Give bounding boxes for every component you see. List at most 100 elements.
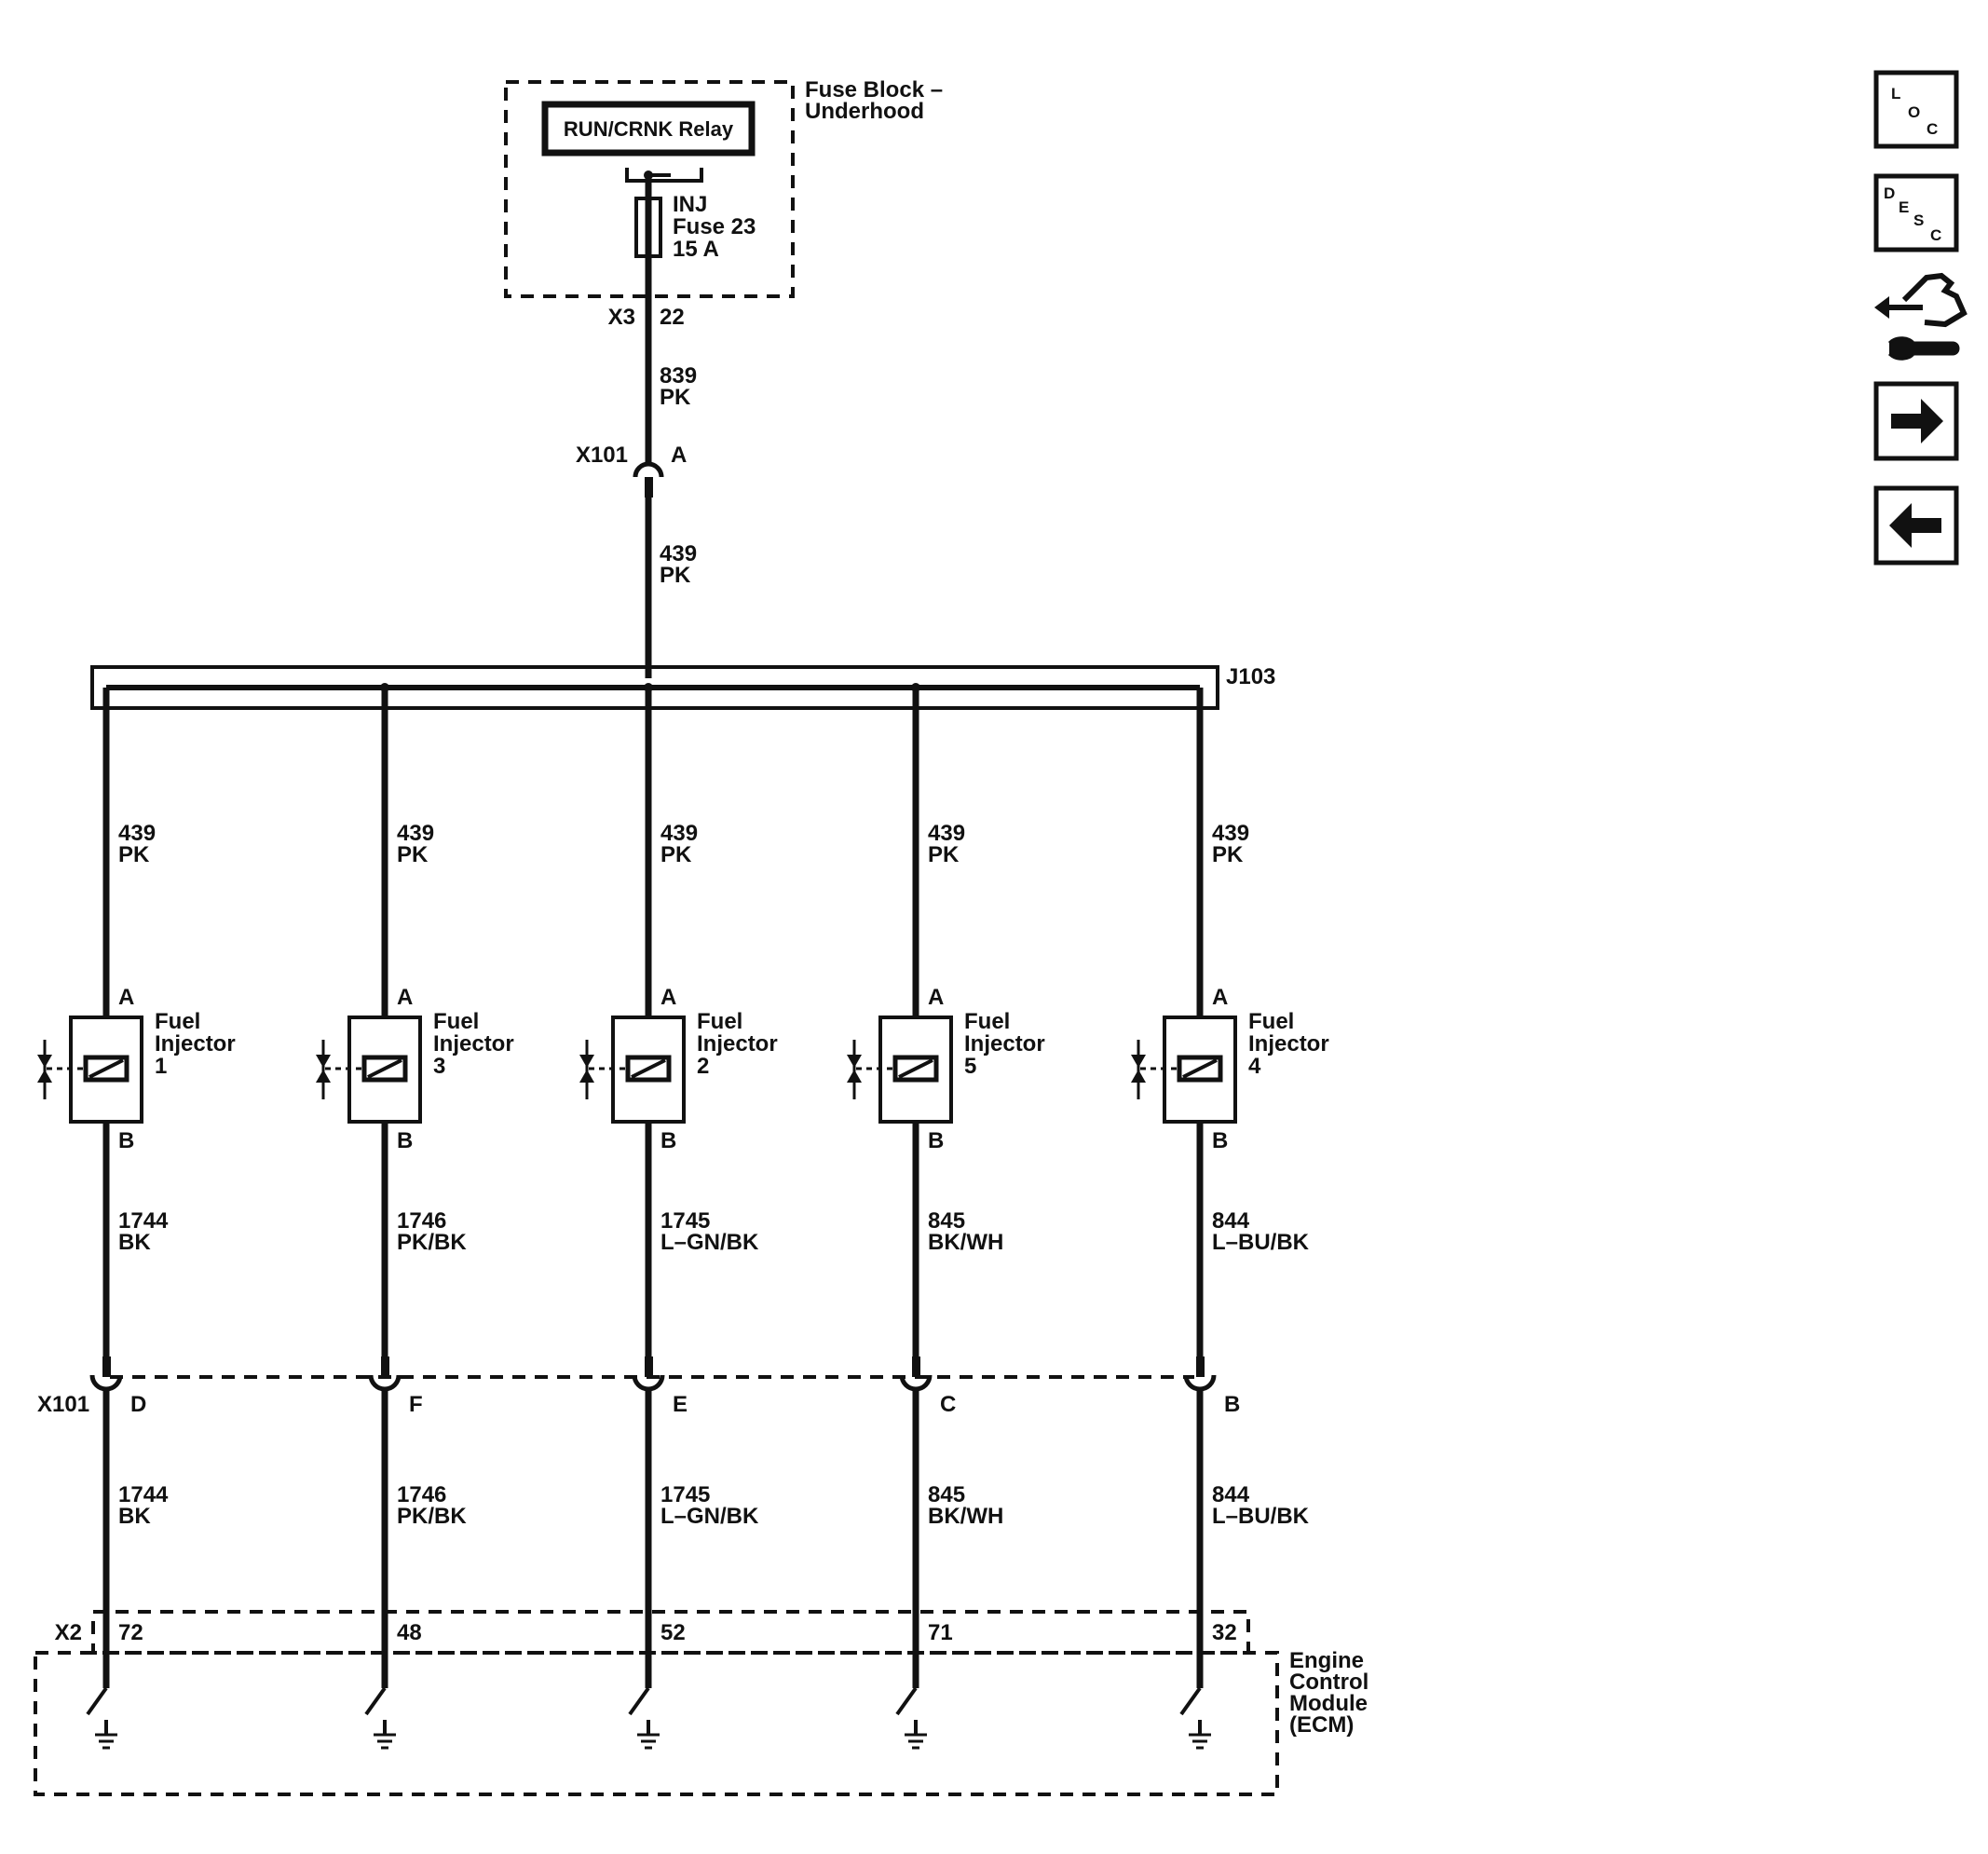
x3-pin-label: 22	[660, 305, 685, 330]
control-circuit-label-upper: 844	[1212, 1208, 1250, 1234]
fuse-label-3: 15 A	[673, 237, 719, 262]
fuse-block-label-2: Underhood	[805, 99, 924, 124]
x101-pin-label: B	[1224, 1392, 1240, 1417]
control-circuit-label-upper: 1746	[397, 1208, 446, 1234]
control-circuit-label-lower: 844	[1212, 1482, 1250, 1507]
x2-connector-label: X2	[55, 1620, 82, 1645]
feed-wire-439-color: PK	[660, 563, 691, 588]
injector-label-1: Fuel	[433, 1009, 479, 1034]
x101-pin-socket	[899, 1374, 933, 1392]
control-circuit-label-lower: 845	[928, 1482, 965, 1507]
x101-pin-terminal	[1196, 1356, 1205, 1377]
x101-pin-socket	[89, 1374, 123, 1392]
ecm-pin-label: 48	[397, 1620, 422, 1645]
supply-color-label: PK	[928, 842, 960, 867]
supply-circuit-label: 439	[660, 821, 698, 846]
supply-color-label: PK	[397, 842, 429, 867]
supply-circuit-label: 439	[928, 821, 965, 846]
control-color-label-lower: L–BU/BK	[1212, 1504, 1310, 1529]
fuse-label-1: INJ	[673, 192, 707, 217]
feed-wire-839-circuit: 839	[660, 363, 697, 389]
fuel-injector-circuit: 439PKABFuelInjector21745L–GN/BKE1745L–GN…	[579, 688, 778, 1750]
ecm-driver-switch	[86, 1686, 108, 1716]
ecm-label-1: Engine	[1289, 1648, 1364, 1673]
x101-pin-a: A	[671, 443, 687, 468]
ecm-pin-label: 32	[1212, 1620, 1237, 1645]
x101-pin-terminal	[381, 1356, 389, 1377]
relay-label: RUN/CRNK Relay	[564, 117, 734, 141]
ecm-driver-switch	[1179, 1686, 1202, 1716]
ecm-label-4: (ECM)	[1289, 1712, 1354, 1738]
valve-arrow-up-icon	[847, 1070, 862, 1083]
location-icon[interactable]: L O C	[1873, 70, 1959, 149]
injector-label-1: Fuel	[697, 1009, 742, 1034]
injector-number: 1	[155, 1054, 167, 1079]
control-color-label-upper: L–GN/BK	[660, 1230, 759, 1255]
injector-pin-b: B	[397, 1128, 413, 1153]
splice-label: J103	[1226, 664, 1275, 689]
next-page-icon[interactable]	[1873, 381, 1959, 461]
injector-label-2: Injector	[155, 1031, 236, 1057]
supply-circuit-label: 439	[1212, 821, 1249, 846]
splice-pack-j103: J103	[90, 664, 1275, 710]
valve-arrow-down-icon	[579, 1055, 594, 1068]
valve-arrow-down-icon	[1131, 1055, 1146, 1068]
x101-pin-label: E	[673, 1392, 688, 1417]
control-circuit-label-lower: 1744	[118, 1482, 169, 1507]
x101-connector-a: X101 A	[576, 443, 687, 498]
supply-circuit-label: 439	[118, 821, 156, 846]
fuse-block-label-1: Fuse Block –	[805, 77, 943, 102]
x101-connector-lower: X101	[37, 1375, 1194, 1417]
ecm-label-2: Control	[1289, 1670, 1368, 1695]
ecm-label-3: Module	[1289, 1691, 1368, 1716]
control-circuit-label-lower: 1746	[397, 1482, 446, 1507]
injector-pin-a: A	[660, 985, 676, 1010]
desc-letter-e: E	[1899, 198, 1909, 216]
connector-service-icon[interactable]	[1874, 272, 1968, 361]
x101-pin-socket	[1183, 1374, 1217, 1392]
loc-letter-c: C	[1927, 120, 1938, 138]
injector-pin-b: B	[928, 1128, 944, 1153]
injector-pin-b: B	[660, 1128, 676, 1153]
previous-page-icon[interactable]	[1873, 485, 1959, 566]
x3-connector-label: X3	[608, 305, 635, 330]
ecm-pin-label: 71	[928, 1620, 953, 1645]
injector-pin-a: A	[118, 985, 134, 1010]
description-icon[interactable]: D E S C	[1873, 173, 1959, 252]
control-color-label-upper: BK/WH	[928, 1230, 1003, 1255]
loc-letter-o: O	[1908, 103, 1920, 121]
desc-letter-s: S	[1913, 211, 1924, 229]
desc-letter-d: D	[1884, 184, 1895, 202]
injector-pin-a: A	[928, 985, 944, 1010]
fuse-label-2: Fuse 23	[673, 214, 756, 239]
injector-label-2: Injector	[433, 1031, 514, 1057]
fuel-injector-circuit: 439PKABFuelInjector31746PK/BKF1746PK/BK4…	[316, 688, 514, 1750]
supply-color-label: PK	[1212, 842, 1244, 867]
ecm-driver-switch	[628, 1686, 650, 1716]
desc-letter-c: C	[1930, 226, 1941, 244]
control-color-label-lower: BK/WH	[928, 1504, 1003, 1529]
injector-label-2: Injector	[697, 1031, 778, 1057]
x101-pin-label: C	[940, 1392, 956, 1417]
supply-color-label: PK	[660, 842, 692, 867]
x101-pin-terminal	[102, 1356, 111, 1377]
supply-color-label: PK	[118, 842, 150, 867]
injector-pin-a: A	[397, 985, 413, 1010]
injector-number: 3	[433, 1054, 445, 1079]
control-circuit-label-upper: 845	[928, 1208, 965, 1234]
loc-letter-l: L	[1891, 85, 1900, 102]
control-color-label-upper: BK	[118, 1230, 151, 1255]
ecm-pin-label: 72	[118, 1620, 143, 1645]
control-color-label-lower: BK	[118, 1504, 151, 1529]
injector-pin-a: A	[1212, 985, 1228, 1010]
inj-fuse-23: INJ Fuse 23 15 A	[634, 192, 756, 262]
solenoid-slash	[631, 1058, 666, 1079]
x101-pin-terminal	[645, 1356, 653, 1377]
solenoid-slash	[1182, 1058, 1218, 1079]
engine-control-module: X2 Engine Control Module (ECM)	[34, 1610, 1368, 1796]
injector-pin-b: B	[118, 1128, 134, 1153]
injector-circuits: 439PKABFuelInjector11744BKD1744BK72439PK…	[37, 688, 1329, 1750]
valve-arrow-up-icon	[1131, 1070, 1146, 1083]
injector-label-2: Injector	[964, 1031, 1045, 1057]
